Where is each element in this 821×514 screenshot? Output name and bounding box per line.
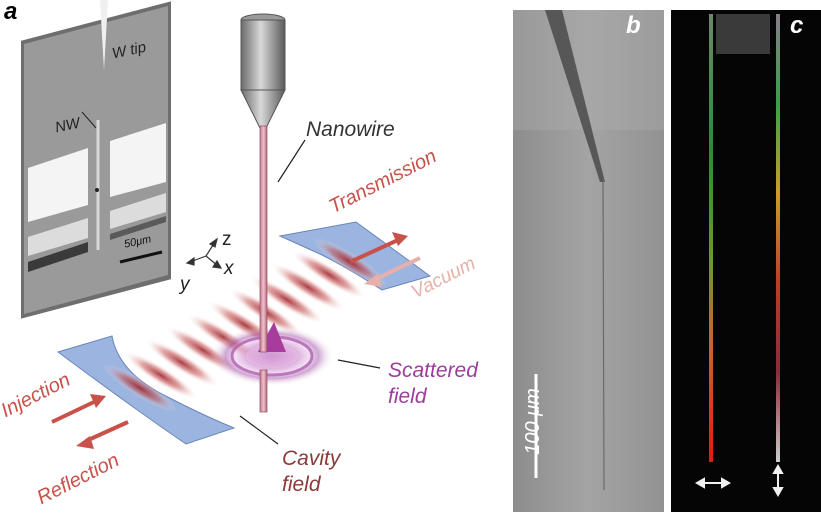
axis-triad (185, 237, 223, 269)
nanowire (259, 125, 268, 413)
panel-label-a: a (4, 0, 18, 25)
injection-arrow (51, 394, 106, 424)
scattered-field (210, 322, 334, 386)
vacuum-arrow (364, 256, 421, 287)
photoluminescence-image (671, 10, 821, 512)
cavity-field-label: Cavity field (282, 447, 341, 496)
reflection-arrow (76, 420, 129, 449)
cavity-fringe (270, 262, 346, 312)
cavity-fringe (291, 250, 367, 300)
tungsten-tip (240, 13, 286, 129)
scattered-field-label: Scattered field (388, 359, 478, 408)
polarization-arrow (694, 477, 732, 489)
axis-x-label: x (224, 258, 234, 279)
axis-y-label: y (180, 274, 190, 295)
nanowire-pointer (277, 139, 306, 183)
polarization-arrow-vertical (772, 463, 784, 498)
sem-inset (19, 0, 173, 322)
cavity-fringe (249, 275, 325, 325)
cavity-fringe (123, 350, 199, 400)
panel-label-b: b (626, 12, 641, 39)
optical-micrograph (513, 10, 664, 512)
cavity-fringe (102, 363, 178, 413)
transmission-arrow (349, 232, 408, 264)
scattered-pointer (337, 359, 381, 369)
panel-label-c: c (790, 12, 804, 39)
cavity-fringe (144, 338, 220, 388)
micrograph-scale-label: 100 μm (521, 388, 544, 455)
axis-z-label: z (222, 229, 232, 250)
nanowire-label: Nanowire (306, 118, 395, 141)
cavity-pointer (239, 415, 279, 445)
